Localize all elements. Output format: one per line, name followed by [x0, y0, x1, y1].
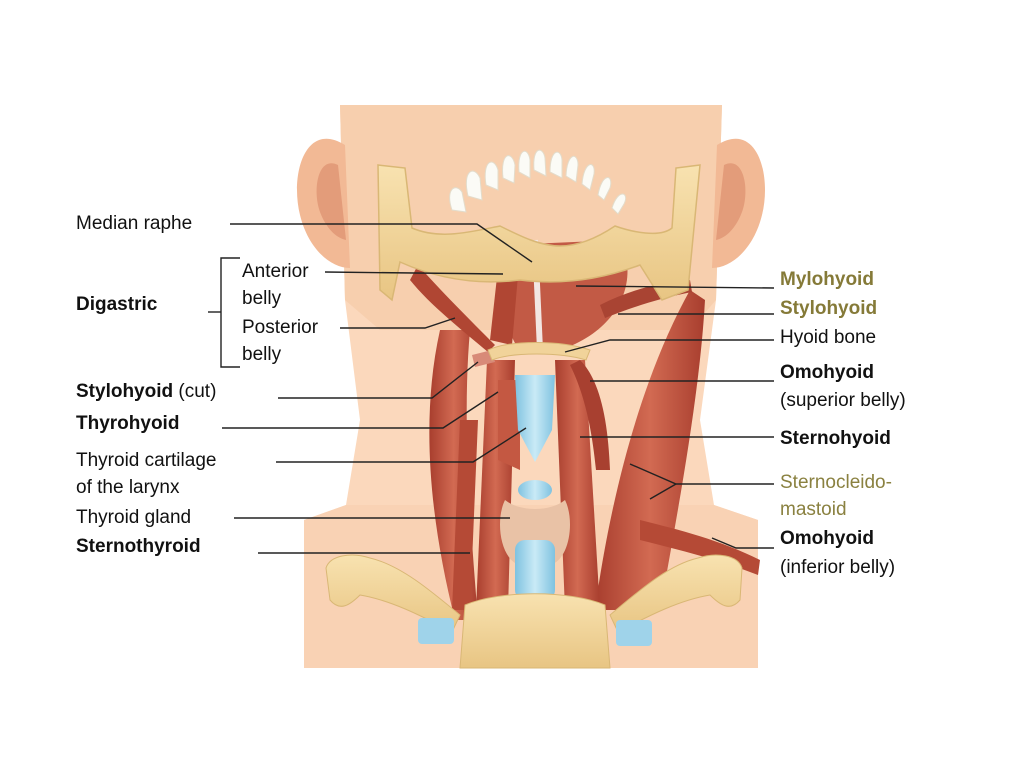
label-anterior-belly: Anterior belly — [242, 261, 309, 309]
label-hyoid-bone: Hyoid bone — [780, 327, 877, 348]
hyoid-bone — [487, 342, 591, 361]
digastric-posterior — [410, 265, 495, 352]
label-omohyoid-inferior-note: (inferior belly) — [780, 557, 896, 578]
leader-sternocleidomastoid-b — [649, 483, 677, 500]
label-median-raphe: Median raphe — [76, 213, 193, 234]
sternohyoid-right — [555, 360, 600, 610]
label-posterior-belly: Posterior belly — [242, 317, 319, 365]
leader-thyrohyoid — [222, 391, 499, 429]
thyroid-cartilage — [515, 375, 555, 462]
label-mylohyoid: Mylohyoid — [780, 269, 874, 290]
label-omohyoid-superior: Omohyoid — [780, 362, 874, 383]
right-ear-inner — [716, 163, 746, 240]
leader-mylohyoid — [575, 285, 775, 289]
leader-stylohyoid-cut — [278, 361, 479, 399]
label-stylohyoid-cut: Stylohyoid (cut) — [76, 378, 216, 405]
label-digastric: Digastric — [76, 294, 158, 315]
digastric-bracket — [220, 257, 240, 368]
label-sternothyroid: Sternothyroid — [76, 536, 201, 557]
leader-lines — [222, 223, 775, 554]
label-thyroid-cartilage: Thyroid cartilage of the larynx — [76, 450, 217, 498]
label-thyrohyoid: Thyrohyoid — [76, 413, 180, 434]
leader-hyoid-bone — [564, 339, 774, 353]
label-stylohyoid-cut-suffix: (cut) — [178, 381, 217, 402]
label-sternohyoid: Sternohyoid — [780, 428, 891, 449]
leader-thyroid-cartilage — [276, 427, 527, 463]
label-thyroid-gland: Thyroid gland — [76, 507, 192, 528]
label-stylohyoid-cut-name: Stylohyoid — [76, 381, 174, 402]
cricoid — [518, 480, 552, 500]
trachea — [515, 540, 555, 600]
label-sternocleidomastoid: Sternocleido- mastoid — [780, 472, 892, 520]
sternocleidomastoid-right — [595, 290, 705, 610]
lower-teeth — [449, 149, 626, 215]
label-omohyoid-superior-note: (superior belly) — [780, 390, 906, 411]
omohyoid-superior-belly — [570, 360, 610, 470]
label-stylohyoid: Stylohyoid — [780, 298, 878, 319]
leader-posterior-belly — [340, 317, 456, 329]
thyrohyoid-left — [498, 380, 520, 470]
leader-omohyoid-inferior — [711, 537, 774, 549]
label-omohyoid-inferior: Omohyoid — [780, 528, 874, 549]
left-ear-inner — [316, 163, 346, 240]
right-first-rib-cartilage — [616, 620, 652, 646]
leader-anterior-belly — [324, 271, 504, 275]
leader-median-raphe — [230, 223, 533, 263]
sternothyroid-left — [452, 420, 478, 610]
left-first-rib-cartilage — [418, 618, 454, 644]
mandible — [377, 164, 701, 302]
manubrium — [459, 593, 611, 669]
